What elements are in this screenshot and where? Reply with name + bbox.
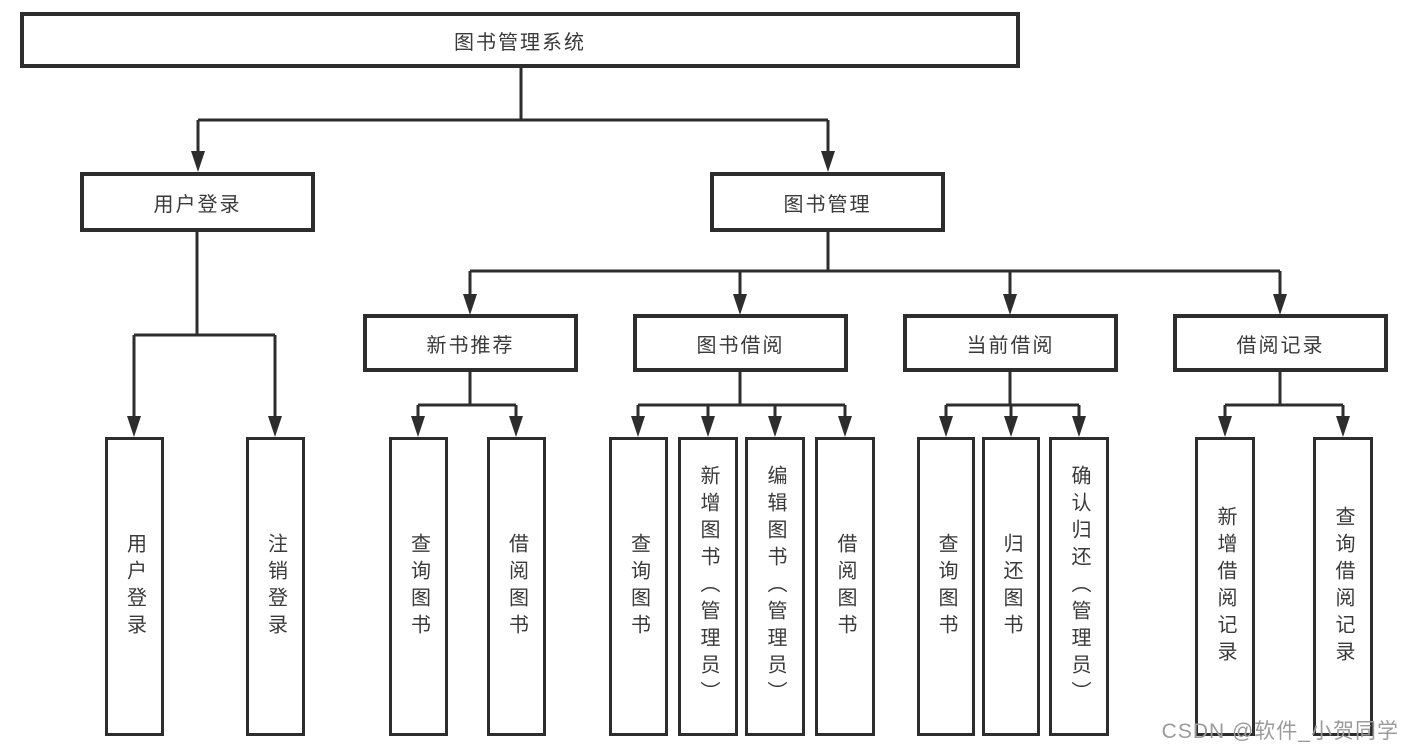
arrowhead — [701, 416, 715, 437]
node-borrowing-records: 借阅记录 — [1173, 314, 1388, 372]
arrowhead — [268, 416, 282, 437]
node-new-book-recommendation: 新书推荐 — [363, 314, 578, 372]
arrowhead — [127, 416, 141, 437]
arrowhead — [939, 416, 953, 437]
node-book-management: 图书管理 — [710, 172, 945, 232]
leaf-records-query-record: 查询借阅记录 — [1313, 437, 1373, 736]
arrowhead — [1072, 416, 1086, 437]
arrowhead — [411, 416, 425, 437]
node-current-borrowing: 当前借阅 — [903, 314, 1118, 372]
node-book-borrowing: 图书借阅 — [633, 314, 848, 372]
leaf-current-query-books: 查询图书 — [917, 437, 975, 736]
arrowhead — [509, 416, 523, 437]
leaf-recommend-borrow-books: 借阅图书 — [487, 437, 546, 736]
leaf-logout-login: 注销登录 — [246, 437, 305, 736]
arrowhead — [1004, 416, 1018, 437]
csdn-watermark: CSDN @软件_小贺同学 — [1161, 720, 1399, 743]
node-user-login: 用户登录 — [80, 172, 315, 232]
node-library-management-system: 图书管理系统 — [20, 12, 1020, 68]
leaf-user-login: 用户登录 — [105, 437, 164, 736]
leaf-current-confirm-return-admin: 确认归还（管理员） — [1049, 437, 1109, 736]
arrowhead — [768, 416, 782, 437]
arrowhead — [1273, 294, 1287, 315]
leaf-borrowing-query-books: 查询图书 — [609, 437, 668, 736]
arrowhead — [463, 294, 477, 315]
leaf-borrowing-borrow-books: 借阅图书 — [815, 437, 875, 736]
arrowhead — [733, 294, 747, 315]
arrowhead — [821, 151, 835, 172]
arrowhead — [631, 416, 645, 437]
leaf-borrowing-edit-books-admin: 编辑图书（管理员） — [745, 437, 805, 736]
arrowhead — [1336, 416, 1350, 437]
leaf-current-return-books: 归还图书 — [982, 437, 1040, 736]
leaf-records-add-record: 新增借阅记录 — [1195, 437, 1255, 736]
arrowhead — [191, 151, 205, 172]
arrowhead — [838, 416, 852, 437]
arrowhead — [1003, 294, 1017, 315]
arrowhead — [1218, 416, 1232, 437]
leaf-borrowing-add-books-admin: 新增图书（管理员） — [678, 437, 738, 736]
leaf-recommend-query-books: 查询图书 — [389, 437, 448, 736]
